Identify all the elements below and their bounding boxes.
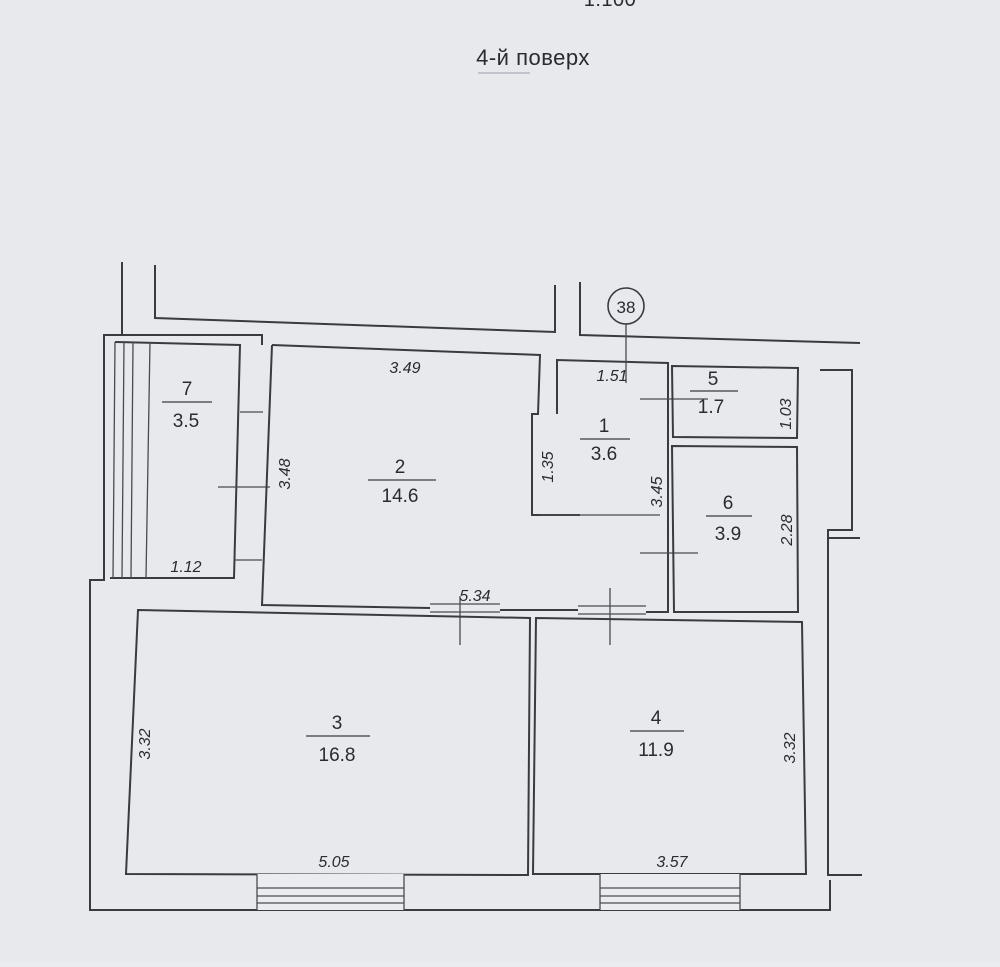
scale-label: 1:100	[584, 0, 637, 11]
dim-room3-height: 3.32	[137, 728, 154, 759]
dim-room1-right-height: 3.45	[649, 476, 666, 507]
room-7-number: 7	[182, 379, 193, 400]
room-5-number: 5	[708, 369, 719, 390]
dim-corridor-width: 5.34	[459, 588, 490, 605]
dim-room5-height: 1.03	[778, 398, 795, 429]
room-7-outline	[110, 341, 270, 579]
floor-title: 4-й поверх	[476, 45, 590, 70]
room-label-4: 4 11.9	[630, 708, 684, 761]
dim-room4-height: 3.32	[782, 732, 799, 763]
dimension-labels: 3.49 3.48 1.51 1.35 3.45 1.03 2.28 1.12 …	[137, 360, 799, 871]
room-7-area: 3.5	[173, 411, 199, 432]
room-label-6: 6 3.9	[706, 493, 752, 545]
dim-room3-width: 5.05	[318, 854, 349, 871]
room-3-number: 3	[332, 713, 343, 734]
room-6-outline	[670, 444, 800, 613]
room-label-7: 7 3.5	[162, 379, 212, 432]
room-4-area: 11.9	[638, 740, 674, 761]
room-4-number: 4	[651, 708, 662, 729]
room-2-outline	[260, 324, 708, 645]
dim-room2-height: 3.48	[277, 458, 294, 489]
dim-room1-left-height: 1.35	[540, 451, 557, 482]
axis-marker-label: 38	[617, 298, 636, 317]
room-label-5: 5 1.7	[690, 369, 738, 418]
axis-marker: 38	[607, 287, 645, 325]
axis-marker-circle	[607, 287, 645, 325]
room-3-outline	[124, 608, 532, 877]
room-2-area: 14.6	[382, 486, 419, 507]
room-label-2: 2 14.6	[368, 457, 436, 507]
room-3-area: 16.8	[319, 745, 356, 766]
room-6-area: 3.9	[715, 524, 741, 545]
exterior-walls	[89, 262, 862, 911]
windows	[256, 603, 741, 910]
room-label-1: 1 3.6	[580, 416, 630, 465]
room-6-number: 6	[723, 493, 734, 514]
room-2-number: 2	[395, 457, 406, 478]
dim-room4-width: 3.57	[656, 854, 688, 871]
room-label-3: 3 16.8	[306, 713, 370, 766]
room-5-area: 1.7	[698, 397, 724, 418]
room-1-area: 3.6	[591, 444, 617, 465]
dim-room6-height: 2.28	[779, 514, 796, 546]
dim-room7-width: 1.12	[170, 559, 201, 576]
room-4-outline	[531, 616, 808, 875]
room-1-number: 1	[599, 416, 610, 437]
room-5-outline	[670, 364, 800, 440]
dim-room1-width: 1.51	[596, 368, 627, 385]
dim-room2-width: 3.49	[389, 360, 420, 377]
